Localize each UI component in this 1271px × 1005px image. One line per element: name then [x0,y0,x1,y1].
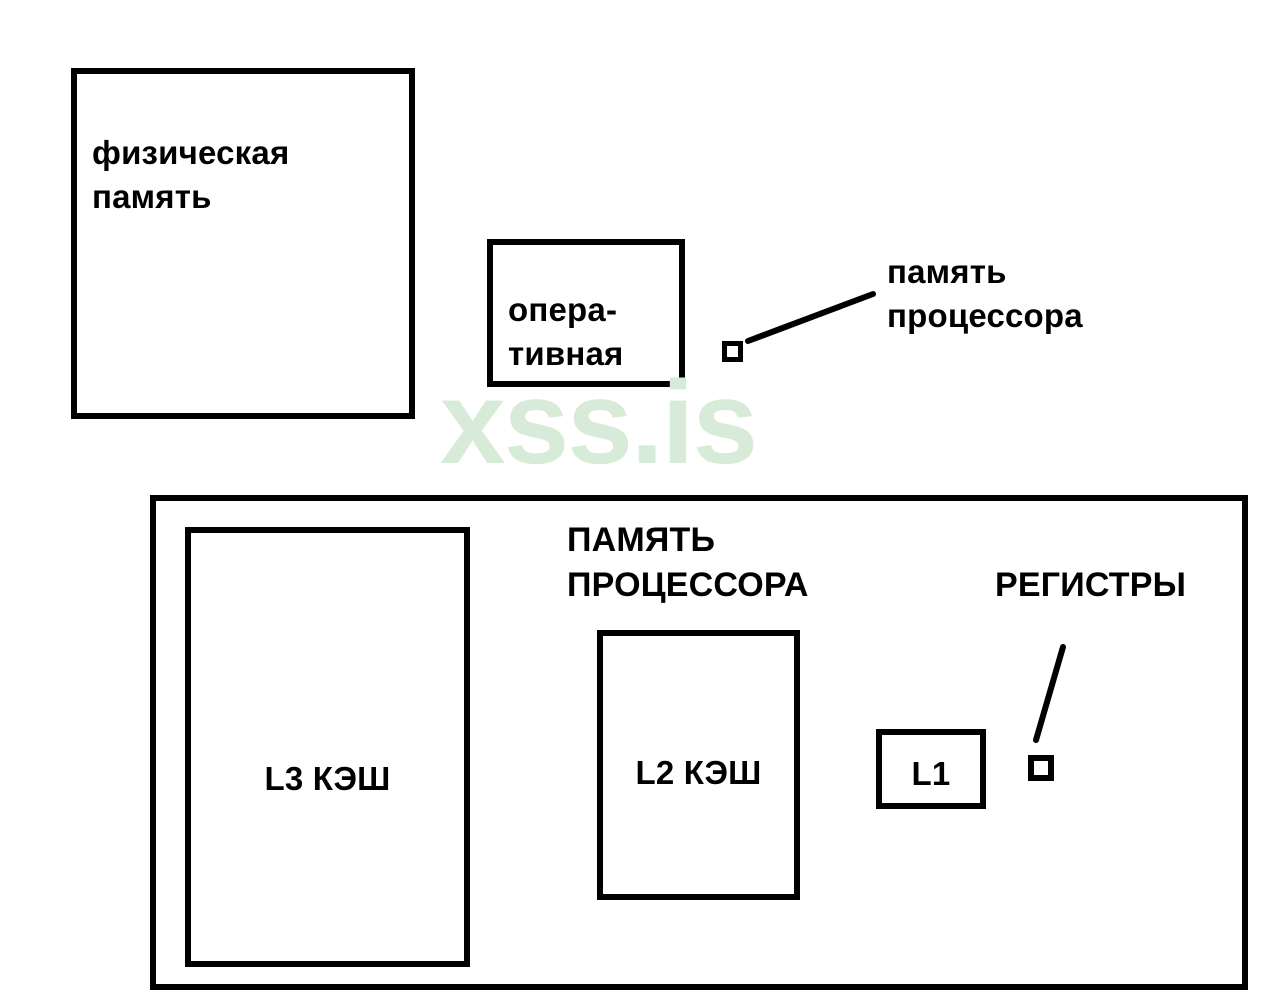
registers-marker-square [1028,755,1054,781]
cpu-memory-callout-label: память процессора [887,253,1083,334]
cpu-memory-marker-square [722,341,743,362]
l1-cache-label: L1 [911,755,951,792]
cpu-memory-leader-line [745,291,876,344]
registers-callout-label: РЕГИСТРЫ [995,566,1187,604]
xss-is-watermark: xss.is [440,357,758,489]
ram-label: опера- тивная [508,291,624,372]
cpu-memory-section-title: ПАМЯТЬ ПРОЦЕССОРА [567,521,809,604]
cpu-memory-container-box [150,495,1248,990]
l3-cache-box [185,527,470,967]
l3-cache-label: L3 КЭШ [264,760,391,797]
l1-cache-box [876,729,986,809]
physical-memory-box [71,68,415,419]
l2-cache-label: L2 КЭШ [635,754,762,791]
l2-cache-box [597,630,800,900]
ram-box [487,239,685,387]
physical-memory-label: физическая память [92,134,290,215]
